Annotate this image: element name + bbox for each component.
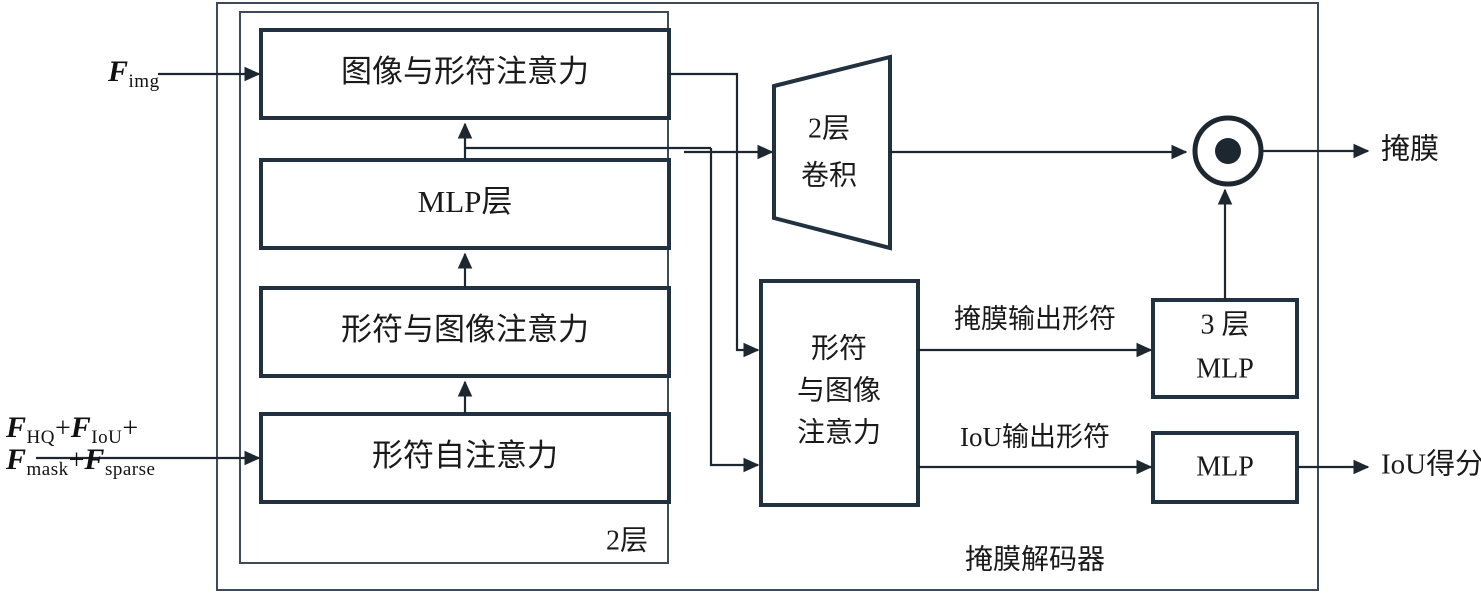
label-mlp: MLP <box>1196 451 1254 482</box>
block-token-image-attention[interactable] <box>759 279 920 507</box>
token-sum-line-1: FHQ+FIoU+ <box>6 411 155 448</box>
f-sparse-subscript: sparse <box>104 458 156 480</box>
token-sum-line-2: Fmask+Fsparse <box>6 442 155 479</box>
f-iou-subscript: IoU <box>91 427 123 448</box>
label-token-to-image-attn: 形符与图像注意力 <box>341 312 589 347</box>
label-conv-line2: 卷积 <box>801 159 857 191</box>
f-img-symbol: F <box>108 55 129 88</box>
f-mask-symbol: F <box>6 442 27 476</box>
block-mlp-layer[interactable] <box>259 158 671 250</box>
f-hq-symbol: F <box>6 411 27 444</box>
label-mlp3-line2: MLP <box>1196 353 1254 384</box>
label-mask-decoder: 掩膜解码器 <box>965 543 1105 575</box>
label-attention-line3: 注意力 <box>797 416 881 448</box>
label-conv-line1: 2层 <box>808 113 850 144</box>
label-iou-output-token: IoU输出形符 <box>960 422 1110 452</box>
plus-3: + <box>68 444 85 476</box>
plus-1: + <box>54 413 71 444</box>
line-imagetoken-out-to-conv-and-attn <box>669 72 760 358</box>
input-label-token-sum: FHQ+FIoU+ Fmask+Fsparse <box>6 411 155 479</box>
block-token-self-attn[interactable] <box>259 412 671 504</box>
f-mask-subscript: mask <box>26 458 69 480</box>
f-sparse-symbol: F <box>84 442 105 476</box>
plus-2: + <box>122 413 139 444</box>
label-attention-line1: 形符 <box>811 332 867 364</box>
label-token-self-attn: 形符自注意力 <box>372 438 558 473</box>
block-three-layer-mlp[interactable] <box>1151 298 1299 399</box>
f-iou-symbol: F <box>70 411 92 444</box>
label-output-mask: 掩膜 <box>1381 133 1439 166</box>
block-two-layer-conv[interactable] <box>772 54 892 251</box>
f-hq-subscript: HQ <box>26 427 55 448</box>
label-mask-output-token: 掩膜输出形符 <box>954 304 1116 334</box>
label-mlp-layer: MLP层 <box>418 184 513 219</box>
block-token-to-image-attn[interactable] <box>259 286 671 378</box>
f-img-subscript: img <box>128 71 160 92</box>
label-two-layer-frame: 2层 <box>606 525 648 556</box>
label-output-iou-score: IoU得分 <box>1381 448 1481 481</box>
label-mlp3-line1: 3 层 <box>1200 309 1249 340</box>
mask-decoder-outer-frame <box>216 2 1319 591</box>
multiply-dot-icon <box>1215 138 1241 164</box>
label-image-to-token-attn: 图像与形符注意力 <box>341 54 589 89</box>
line-branch-to-attn-second-input <box>709 148 760 473</box>
label-attention-line2: 与图像 <box>797 374 881 406</box>
input-label-f-img: Fimg <box>108 55 160 92</box>
